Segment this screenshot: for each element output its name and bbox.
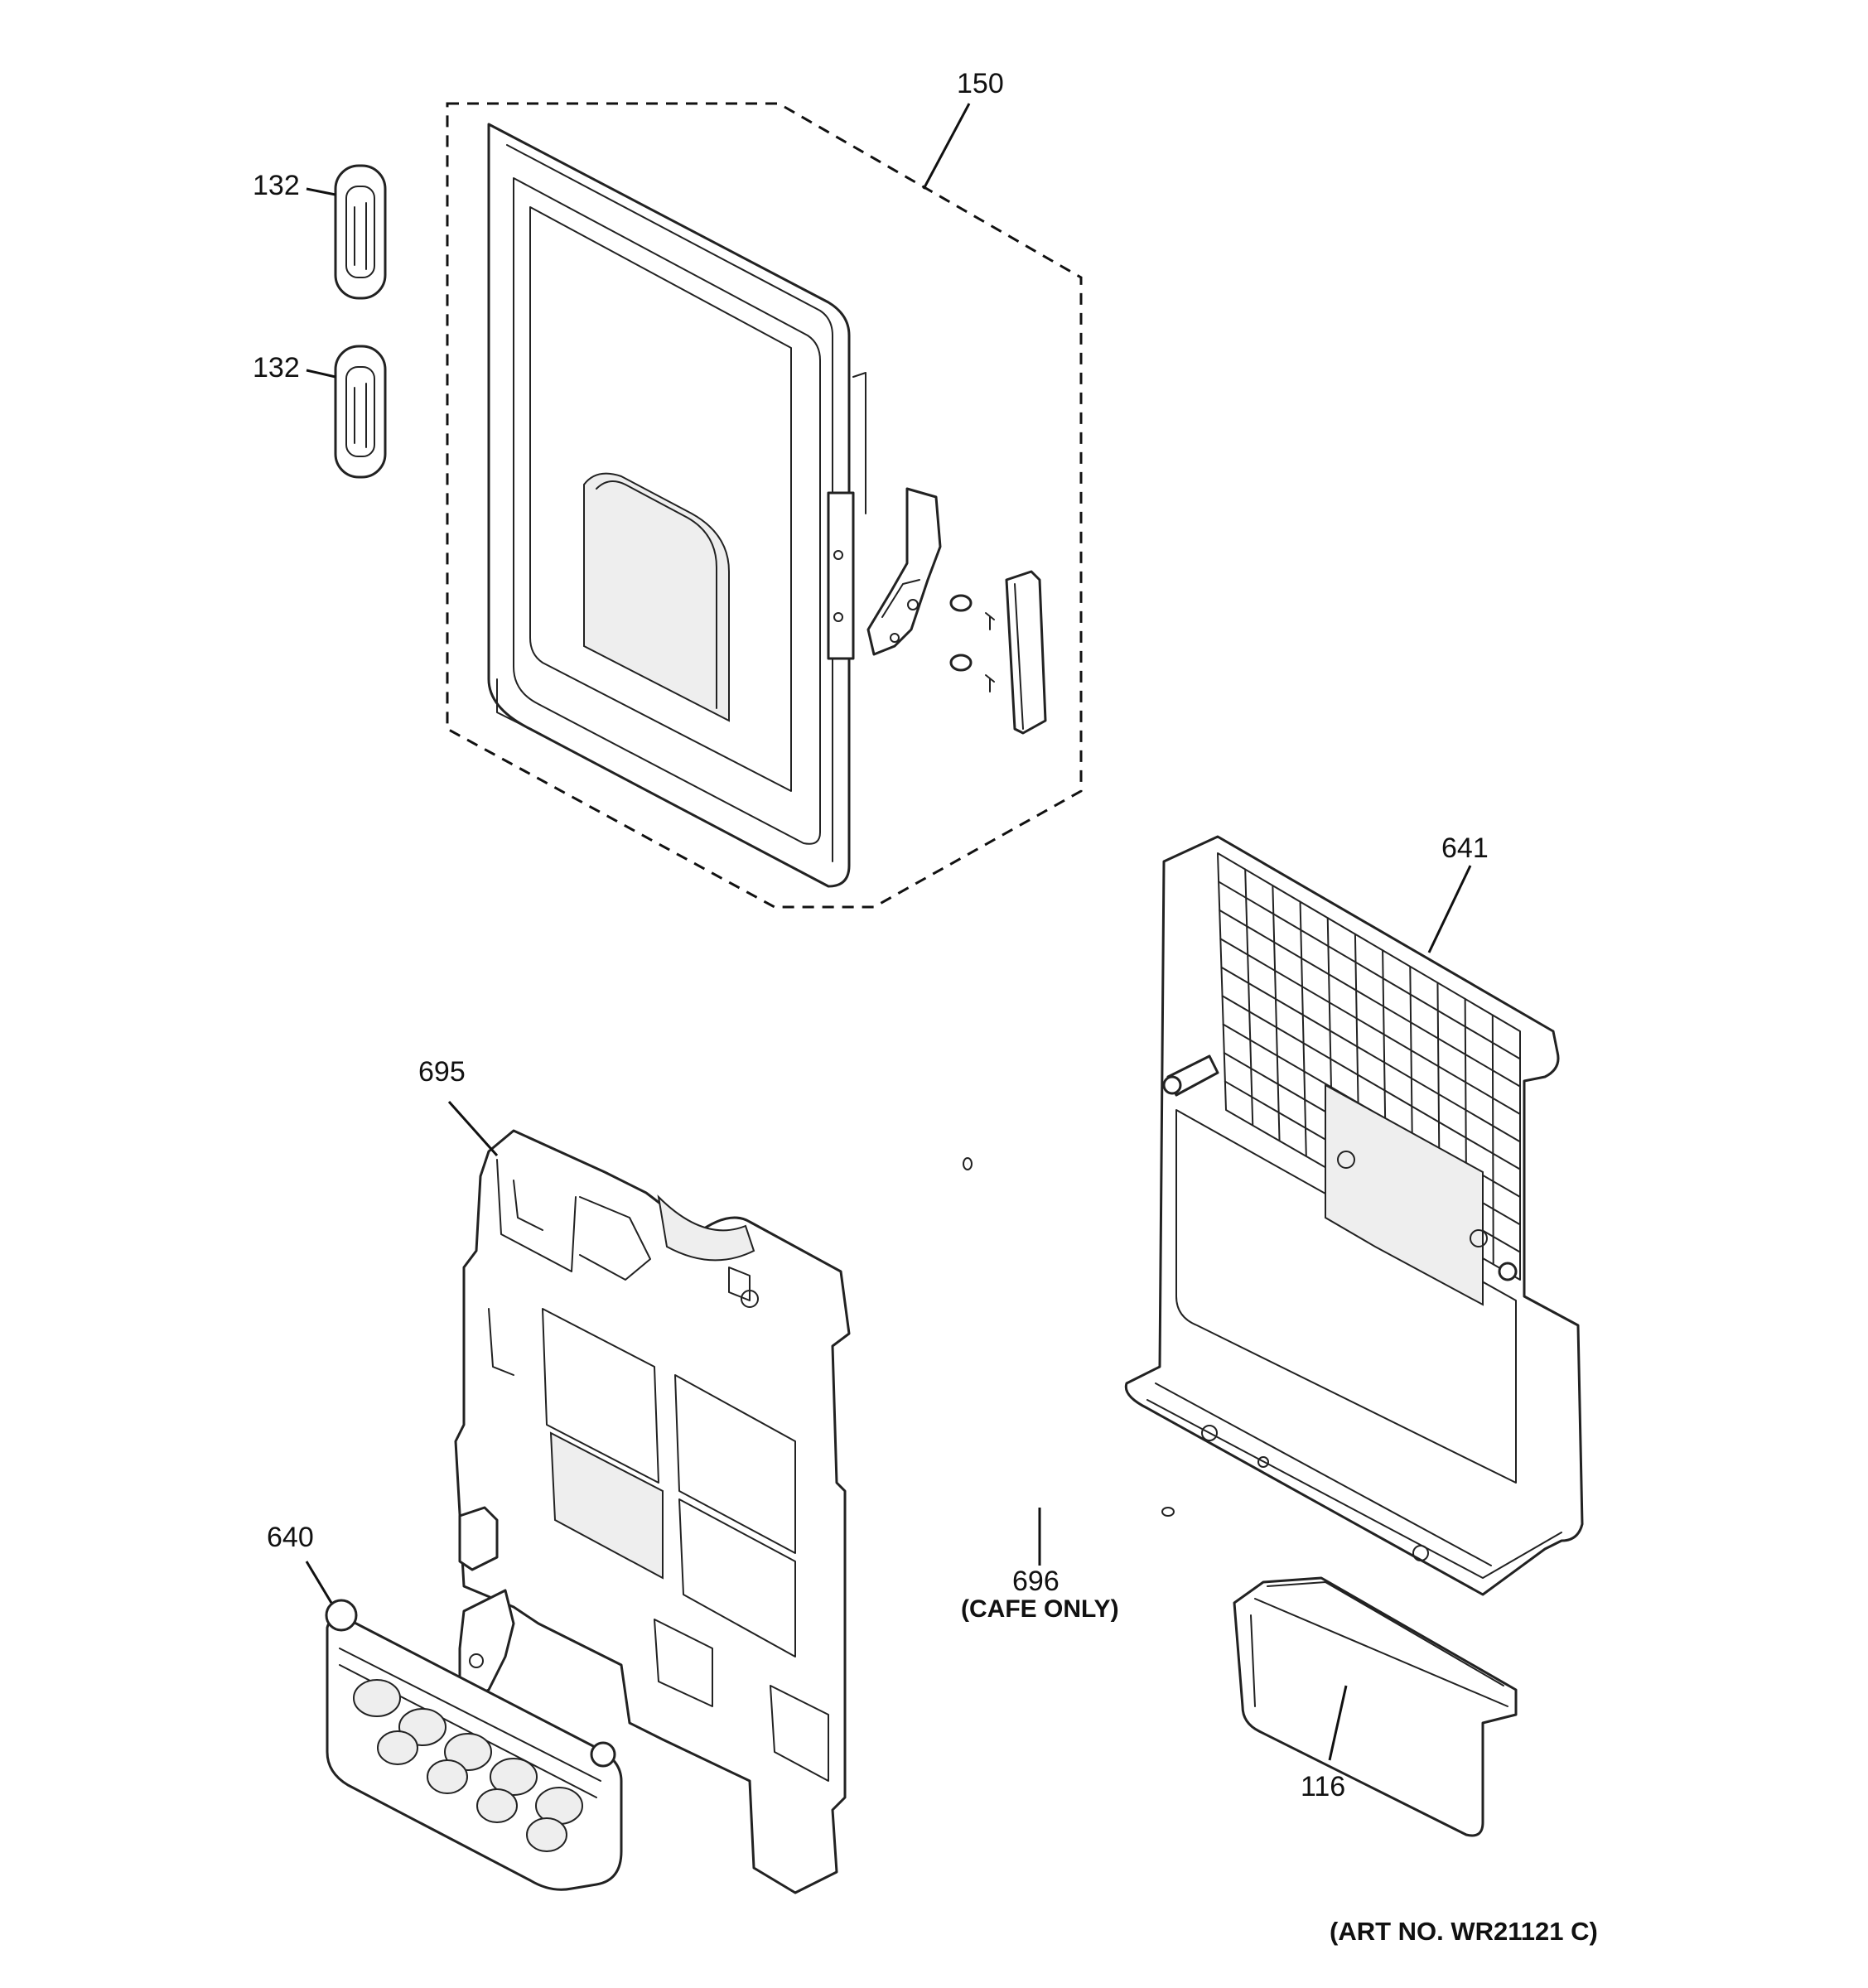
assembly-150-outline	[446, 102, 1083, 909]
latch-cover	[1005, 570, 1047, 735]
art-number: (ART NO. WR21121 C)	[1330, 1917, 1598, 1946]
door-latch	[866, 487, 942, 656]
clip-132-top	[334, 164, 387, 300]
latch-bushings	[949, 594, 995, 692]
callout-641: 641	[1441, 832, 1489, 864]
tube-696	[895, 1143, 1175, 1546]
callout-696-note: (CAFE ONLY)	[961, 1595, 1119, 1623]
frame-695	[454, 1129, 851, 1894]
tray-640	[325, 1599, 623, 1891]
clip-132-bottom	[334, 345, 387, 479]
callout-640: 640	[267, 1522, 314, 1553]
callout-132-top: 132	[253, 170, 300, 201]
callout-696: 696	[1012, 1566, 1059, 1597]
callout-132-bottom: 132	[253, 352, 300, 384]
housing-641	[1124, 835, 1584, 1596]
leader-lines	[305, 103, 1472, 1761]
callout-695: 695	[418, 1056, 466, 1088]
door-panel	[487, 123, 866, 888]
callout-150: 150	[957, 68, 1004, 99]
bin-116	[1233, 1576, 1518, 1837]
callout-116: 116	[1301, 1771, 1345, 1802]
